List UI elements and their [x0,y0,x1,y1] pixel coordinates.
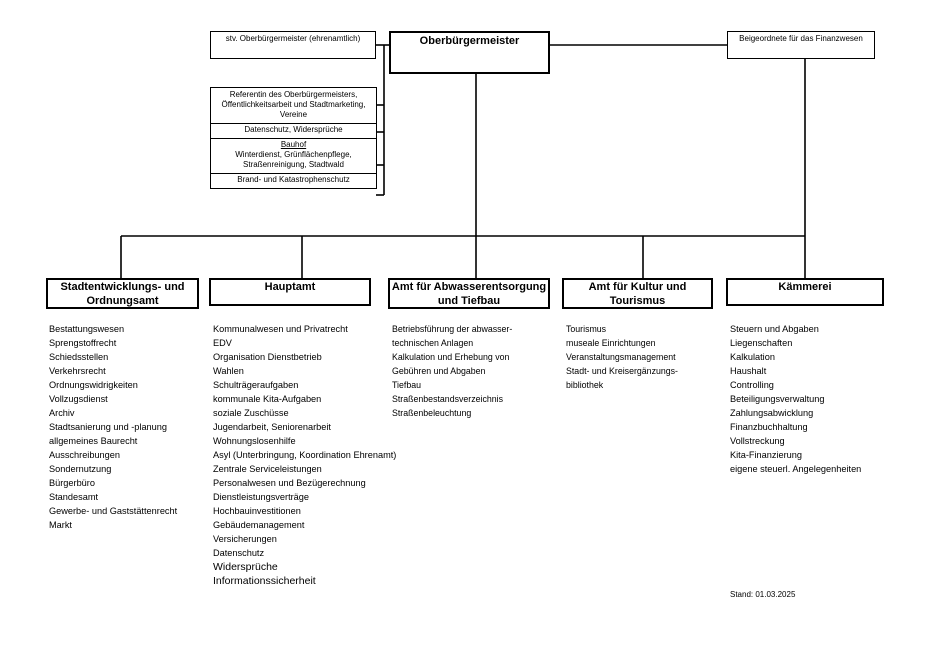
list-item: Gewerbe- und Gaststättenrecht [49,506,178,516]
list-item: Haushalt [730,366,767,376]
list-item: Personalwesen und Bezügerechnung [213,478,366,488]
dept-title: Hauptamt [264,281,316,293]
list-item: Gebäudemanagement [213,520,305,530]
stand-date: Stand: 01.03.2025 [730,590,796,599]
dept-title: Kämmerei [778,281,832,293]
list-item: Betriebsführung der abwasser- [392,324,513,334]
list-item: Controlling [730,380,774,390]
dept-items-abwasser: Betriebsführung der abwasser- technische… [392,322,512,420]
list-item: Asyl (Unterbringung, Koordination Ehrena… [213,450,397,460]
list-item: Verkehrsrecht [49,366,106,376]
list-item: Stadt- und Kreisergänzungs- [566,366,678,376]
list-item: Kalkulation und Erhebung von [392,352,510,362]
dept-title: Amt für Abwasserentsorgung und Tiefbau [391,281,547,307]
list-item: Organisation Dienstbetrieb [213,352,322,362]
staff-unit-brandschutz: Brand- und Katastrophenschutz [211,173,376,188]
list-item: Vollzugsdienst [49,394,108,404]
list-item: Kita-Finanzierung [730,450,803,460]
mayor-label: Oberbürgermeister [419,35,520,47]
list-item: museale Einrichtungen [566,338,656,348]
dept-box-kultur: Amt für Kultur und Tourismus [562,278,713,309]
list-item: Finanzbuchhaltung [730,422,808,432]
list-item: Schiedsstellen [49,352,109,362]
list-item: Gebühren und Abgaben [392,366,486,376]
list-item: Informationssicherheit [213,575,316,587]
list-item: Steuern und Abgaben [730,324,819,334]
list-item: EDV [213,338,232,348]
staff-unit-bauhof: Bauhof Winterdienst, Grünflächenpflege, … [211,138,376,173]
list-item: allgemeines Baurecht [49,436,138,446]
list-item: Tiefbau [392,380,422,390]
dept-title: Stadtentwicklungs- und Ordnungsamt [60,281,185,307]
list-item: bibliothek [566,380,604,390]
list-item: Stadtsanierung und -planung [49,422,167,432]
list-item: Straßenbestandsverzeichnis [392,394,503,404]
deputy-mayor-label: stv. Oberbürgermeister (ehrenamtlich) [225,34,361,43]
list-item: Liegenschaften [730,338,793,348]
list-item: Wohnungslosenhilfe [213,436,296,446]
dept-items-ordnungsamt: Bestattungswesen Sprengstoffrecht Schied… [49,322,177,532]
staff-unit-referentin: Referentin des Oberbürgermeisters, Öffen… [221,90,366,119]
dept-items-hauptamt: Kommunalwesen und Privatrecht EDV Organi… [213,322,396,588]
list-item: Zahlungsabwicklung [730,408,814,418]
deputy-mayor-box: stv. Oberbürgermeister (ehrenamtlich) [210,31,376,59]
list-item: kommunale Kita-Aufgaben [213,394,322,404]
list-item: Beteiligungsverwaltung [730,394,825,404]
dept-items-kaemmerei: Steuern und Abgaben Liegenschaften Kalku… [730,322,861,476]
list-item: Tourismus [566,324,607,334]
list-item: Schulträgeraufgaben [213,380,299,390]
finance-officer-box: Beigeordnete für das Finanzwesen [727,31,875,59]
list-item: Sondernutzung [49,464,112,474]
dept-box-ordnungsamt: Stadtentwicklungs- und Ordnungsamt [46,278,199,309]
list-item: Straßenbeleuchtung [392,408,472,418]
list-item: Widersprüche [213,561,278,573]
dept-box-hauptamt: Hauptamt [209,278,371,306]
list-item: Hochbauinvestitionen [213,506,301,516]
list-item: Versicherungen [213,534,277,544]
list-item: Archiv [49,408,75,418]
list-item: Kalkulation [730,352,775,362]
dept-title: Amt für Kultur und Tourismus [588,281,687,307]
list-item: Jugendarbeit, Seniorenarbeit [213,422,331,432]
bauhof-title: Bauhof [280,140,307,149]
list-item: Sprengstoffrecht [49,338,117,348]
list-item: Veranstaltungsmanagement [566,352,676,362]
list-item: Vollstreckung [730,436,785,446]
list-item: soziale Zuschüsse [213,408,289,418]
dept-items-kultur: Tourismus museale Einrichtungen Veransta… [566,322,678,392]
finance-officer-label: Beigeordnete für das Finanzwesen [739,34,863,43]
list-item: Kommunalwesen und Privatrecht [213,324,348,334]
list-item: eigene steuerl. Angelegenheiten [730,464,862,474]
dept-box-kaemmerei: Kämmerei [726,278,884,306]
staff-units-stack: Referentin des Oberbürgermeisters, Öffen… [210,87,377,189]
list-item: Standesamt [49,492,99,502]
list-item: Dienstleistungsverträge [213,492,310,502]
list-item: Wahlen [213,366,244,376]
list-item: Markt [49,520,72,530]
mayor-box: Oberbürgermeister [389,31,550,74]
list-item: Zentrale Serviceleistungen [213,464,322,474]
dept-box-abwasser: Amt für Abwasserentsorgung und Tiefbau [388,278,550,309]
list-item: Datenschutz [213,548,265,558]
staff-unit-datenschutz: Datenschutz, Widersprüche [211,123,376,138]
list-item: technischen Anlagen [392,338,474,348]
list-item: Bestattungswesen [49,324,125,334]
list-item: Bürgerbüro [49,478,95,488]
list-item: Ausschreibungen [49,450,120,460]
list-item: Ordnungswidrigkeiten [49,380,138,390]
